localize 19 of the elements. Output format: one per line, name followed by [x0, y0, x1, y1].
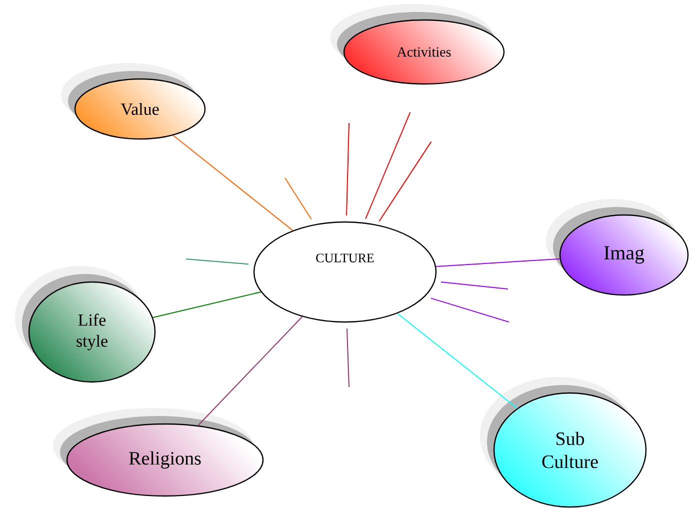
ellipse-node: Sub Culture [480, 377, 647, 508]
connector-line [346, 122, 350, 216]
ellipse-node: Value [61, 63, 206, 140]
connector-line [365, 112, 411, 220]
connector-line [152, 291, 262, 318]
connector-line [346, 328, 350, 388]
connector-line [430, 298, 510, 322]
ellipse-node: Imag [546, 199, 689, 296]
connector-line [440, 282, 508, 290]
connector-line [396, 312, 518, 409]
connector-line [284, 178, 312, 220]
connector-line [186, 258, 249, 265]
connector-line [198, 316, 303, 426]
connector-line [172, 134, 294, 231]
connector-line [378, 141, 432, 222]
ellipse-node: Religions [53, 408, 264, 497]
connector-line [436, 258, 560, 267]
ellipse-node: Activities [330, 4, 505, 85]
ellipse-node: CULTURE [253, 221, 437, 323]
